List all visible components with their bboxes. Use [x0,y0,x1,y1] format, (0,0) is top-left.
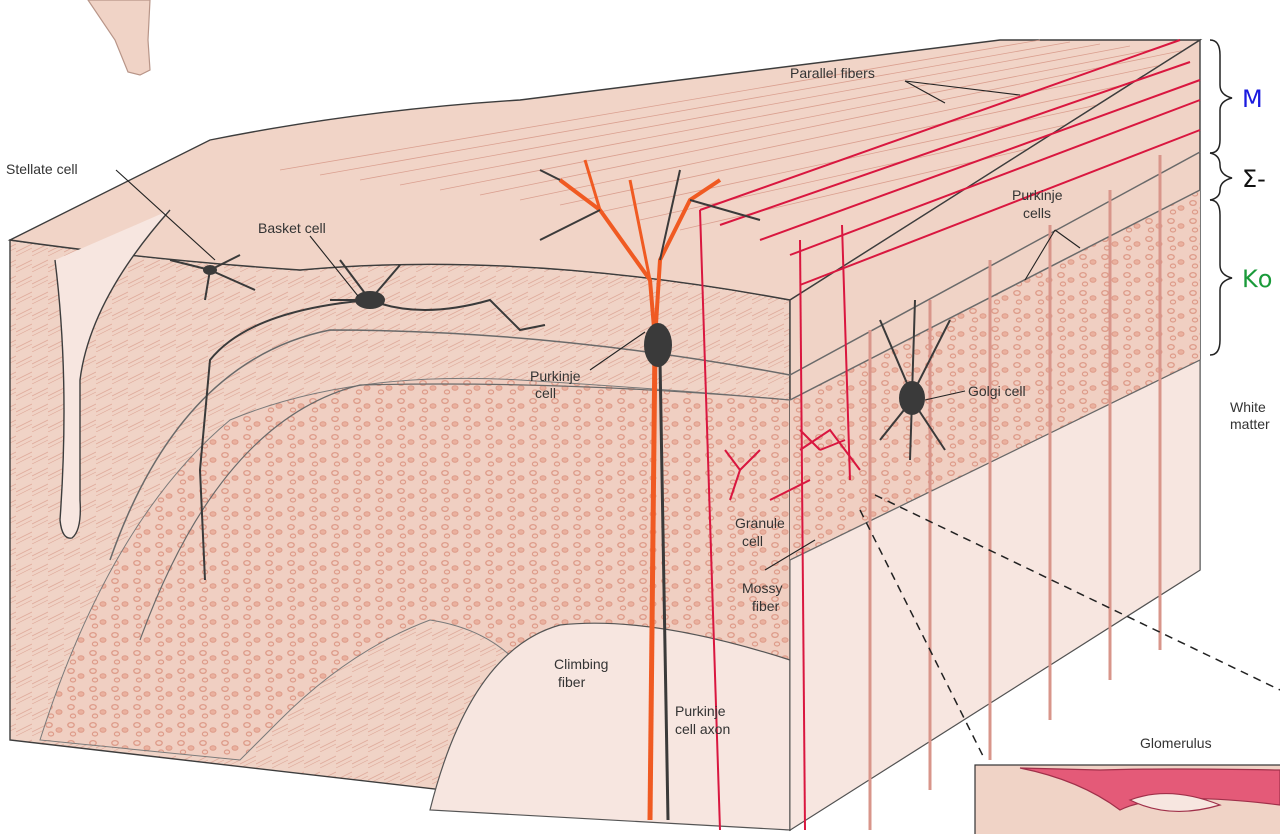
purkinje-cell-label-1: Purkinje [530,368,581,384]
climbing-fiber-label-2: fiber [558,674,586,690]
purkinje-cells-label-1: Purkinje [1012,187,1063,203]
brace-granular [1210,200,1232,355]
white-matter-label-1: White [1230,399,1266,415]
basket-cell-label: Basket cell [258,220,326,236]
layer-purkinje-label: Σ- [1242,165,1266,193]
white-matter-label-2: matter [1230,416,1270,432]
purkinje-cell-label-2: cell [535,385,556,401]
golgi-cell-label: Golgi cell [968,383,1026,399]
glomerulus-label: Glomerulus [1140,735,1212,751]
granule-cell-label-1: Granule [735,515,785,531]
climbing-fiber-label-1: Climbing [554,656,608,672]
brace-purkinje [1210,153,1232,200]
purkinje-axon-label-1: Purkinje [675,703,726,719]
brace-molecular [1210,40,1232,153]
layer-granular-label: Κο [1242,265,1272,293]
layer-molecular-label: M [1242,85,1263,113]
stellate-cell-label: Stellate cell [6,161,78,177]
stalk-shape [88,0,150,75]
mossy-fiber-label-1: Mossy [742,580,782,596]
mossy-fiber-label-2: fiber [752,598,780,614]
purkinje-axon-label-2: cell axon [675,721,730,737]
purkinje-cells-label-2: cells [1023,205,1051,221]
granule-cell-label-2: cell [742,533,763,549]
parallel-fibers-label: Parallel fibers [790,65,875,81]
